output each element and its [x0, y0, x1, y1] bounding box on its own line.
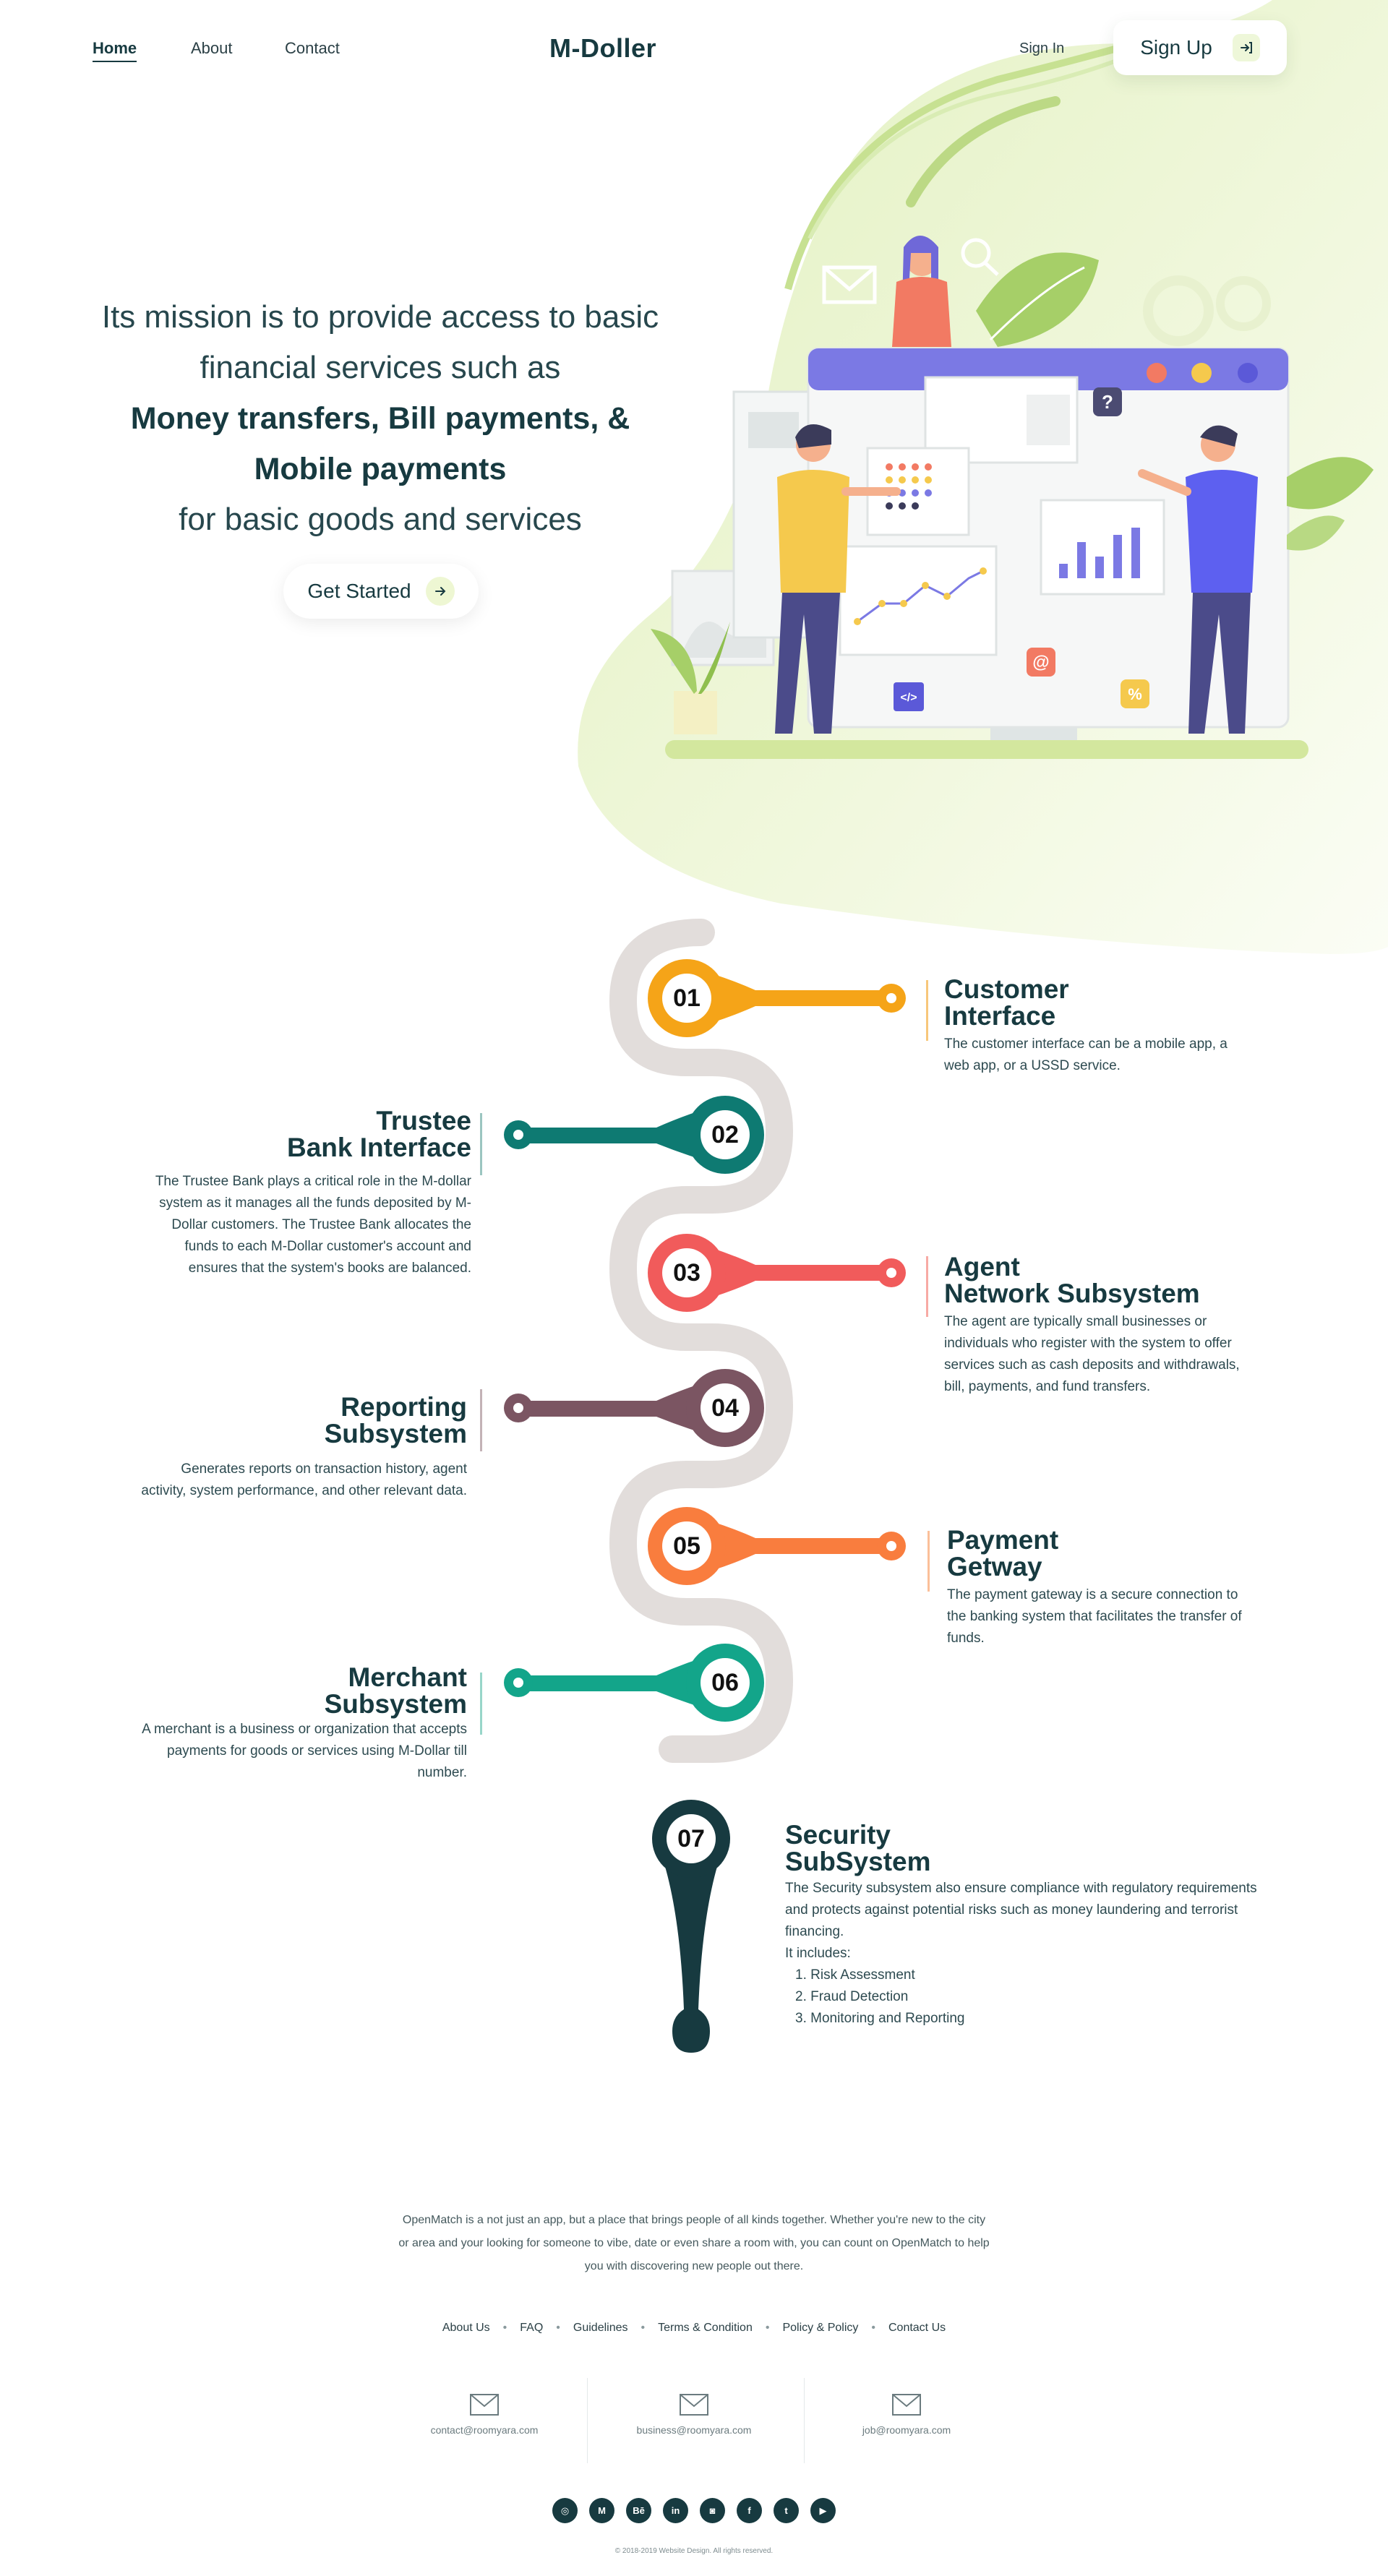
- step-02-accent-bar: [480, 1113, 482, 1175]
- step-05-number: 05: [673, 1532, 701, 1560]
- social-links: ◎ M Bē in ◙ f t ▶: [549, 2498, 839, 2523]
- copyright-text: © 2018-2019 Website Design. All rights r…: [614, 2547, 774, 2555]
- step-05-accent-bar: [928, 1531, 930, 1592]
- step-03-description: The agent are typically small businesses…: [944, 1314, 1240, 1394]
- step-02-marker: [504, 1096, 764, 1174]
- instagram-icon[interactable]: ◙: [700, 2498, 725, 2523]
- timeline-track: [609, 919, 794, 1763]
- step-02-description: The Trustee Bank plays a critical role i…: [155, 1174, 471, 1276]
- nav-home-link[interactable]: Home: [93, 39, 137, 62]
- get-started-label: Get Started: [307, 580, 411, 602]
- nav-contact-link[interactable]: Contact: [285, 39, 340, 57]
- step-01-marker: [648, 959, 906, 1037]
- footer-links: About Us • FAQ • Guidelines • Terms & Condi…: [405, 2322, 983, 2335]
- medium-icon[interactable]: M: [589, 2498, 614, 2523]
- step-01-number: 01: [673, 984, 701, 1012]
- step-04-marker: [504, 1369, 764, 1447]
- step-07-marker: [652, 1800, 730, 2053]
- step-02-number: 02: [711, 1121, 739, 1149]
- list-item: 3. Monitoring and Reporting: [795, 2011, 965, 2026]
- step-05-marker: [648, 1507, 906, 1585]
- step-07-number: 07: [677, 1825, 705, 1852]
- contact-email-block[interactable]: contact@roomyara.com: [376, 2378, 593, 2465]
- svg-text:?: ?: [1102, 391, 1113, 413]
- separator-dot: •: [871, 2322, 875, 2334]
- separator-dot: •: [556, 2322, 560, 2334]
- hero-illustration: ? @ % </>: [651, 236, 1374, 759]
- job-email-block[interactable]: job@roomyara.com: [798, 2378, 1015, 2465]
- mail-icon: [680, 2394, 708, 2416]
- hero-mission-text: Its mission is to provide access to basi…: [72, 292, 688, 545]
- footer-link-contact-us[interactable]: Contact Us: [888, 2322, 946, 2334]
- sign-in-link[interactable]: Sign In: [1019, 40, 1065, 56]
- nav-about-link[interactable]: About: [191, 39, 233, 57]
- brand-logo[interactable]: M-Doller: [549, 33, 656, 63]
- contact-email[interactable]: contact@roomyara.com: [430, 2424, 539, 2436]
- list-item: 1. Risk Assessment: [795, 1967, 915, 1983]
- svg-text:%: %: [1128, 685, 1142, 703]
- process-timeline: 01 02 03 04 05 06 07: [504, 919, 906, 2053]
- hero-line-2: financial services such as: [200, 350, 561, 385]
- mail-icon: [892, 2394, 921, 2416]
- hero-bold-line-2: Mobile payments: [254, 452, 507, 486]
- sign-up-button[interactable]: Sign Up: [1113, 20, 1287, 75]
- step-06-marker: [504, 1644, 764, 1722]
- step-07-description: The Security subsystem also ensure compl…: [785, 1881, 1257, 1961]
- business-email-block[interactable]: business@roomyara.com: [586, 2378, 802, 2465]
- footer-link-policy[interactable]: Policy & Policy: [782, 2322, 859, 2334]
- divider: [804, 2378, 805, 2463]
- linkedin-icon[interactable]: in: [663, 2498, 688, 2523]
- footer-link-about-us[interactable]: About Us: [442, 2322, 490, 2334]
- get-started-button[interactable]: Get Started: [283, 564, 479, 619]
- sign-up-label: Sign Up: [1140, 36, 1212, 59]
- step-04-description: Generates reports on transaction history…: [141, 1461, 467, 1498]
- step-06-number: 06: [711, 1669, 739, 1696]
- security-features-list: 1. Risk Assessment 2. Fraud Detection 3.…: [795, 1965, 964, 2030]
- list-item: 2. Fraud Detection: [795, 1989, 909, 2004]
- step-06-accent-bar: [480, 1673, 482, 1735]
- behance-icon[interactable]: Bē: [626, 2498, 651, 2523]
- svg-text:</>: </>: [900, 692, 917, 704]
- step-05-description: The payment gateway is a secure connecti…: [947, 1587, 1242, 1646]
- job-email[interactable]: job@roomyara.com: [862, 2424, 951, 2436]
- step-04-number: 04: [711, 1394, 739, 1422]
- step-04-accent-bar: [480, 1389, 482, 1451]
- step-03-accent-bar: [926, 1256, 928, 1317]
- separator-dot: •: [641, 2322, 646, 2334]
- twitter-icon[interactable]: t: [774, 2498, 799, 2523]
- business-email[interactable]: business@roomyara.com: [636, 2424, 752, 2436]
- footer-link-guidelines[interactable]: Guidelines: [573, 2322, 628, 2334]
- footer-link-faq[interactable]: FAQ: [520, 2322, 544, 2334]
- separator-dot: •: [765, 2322, 770, 2334]
- step-06-description: A merchant is a business or organization…: [142, 1722, 467, 1780]
- svg-text:@: @: [1032, 653, 1049, 672]
- step-03-number: 03: [673, 1259, 701, 1287]
- mail-icon: [470, 2394, 499, 2416]
- footer-about-text: OpenMatch is a not just an app, but a pl…: [398, 2214, 990, 2272]
- arrow-right-icon: [425, 577, 455, 606]
- step-01-description: The customer interface can be a mobile a…: [944, 1036, 1228, 1073]
- divider: [587, 2378, 588, 2463]
- hero-bold-line-1: Money transfers, Bill payments, &: [130, 401, 630, 436]
- login-arrow-icon: [1232, 34, 1260, 61]
- footer-link-terms[interactable]: Terms & Condition: [658, 2322, 753, 2334]
- hero-line-1: Its mission is to provide access to basi…: [101, 299, 659, 335]
- youtube-icon[interactable]: ▶: [810, 2498, 836, 2523]
- step-03-marker: [648, 1234, 906, 1312]
- facebook-icon[interactable]: f: [737, 2498, 762, 2523]
- step-01-accent-bar: [926, 980, 928, 1041]
- dribbble-icon[interactable]: ◎: [552, 2498, 578, 2523]
- separator-dot: •: [502, 2322, 507, 2334]
- hero-line-3: for basic goods and services: [179, 502, 582, 537]
